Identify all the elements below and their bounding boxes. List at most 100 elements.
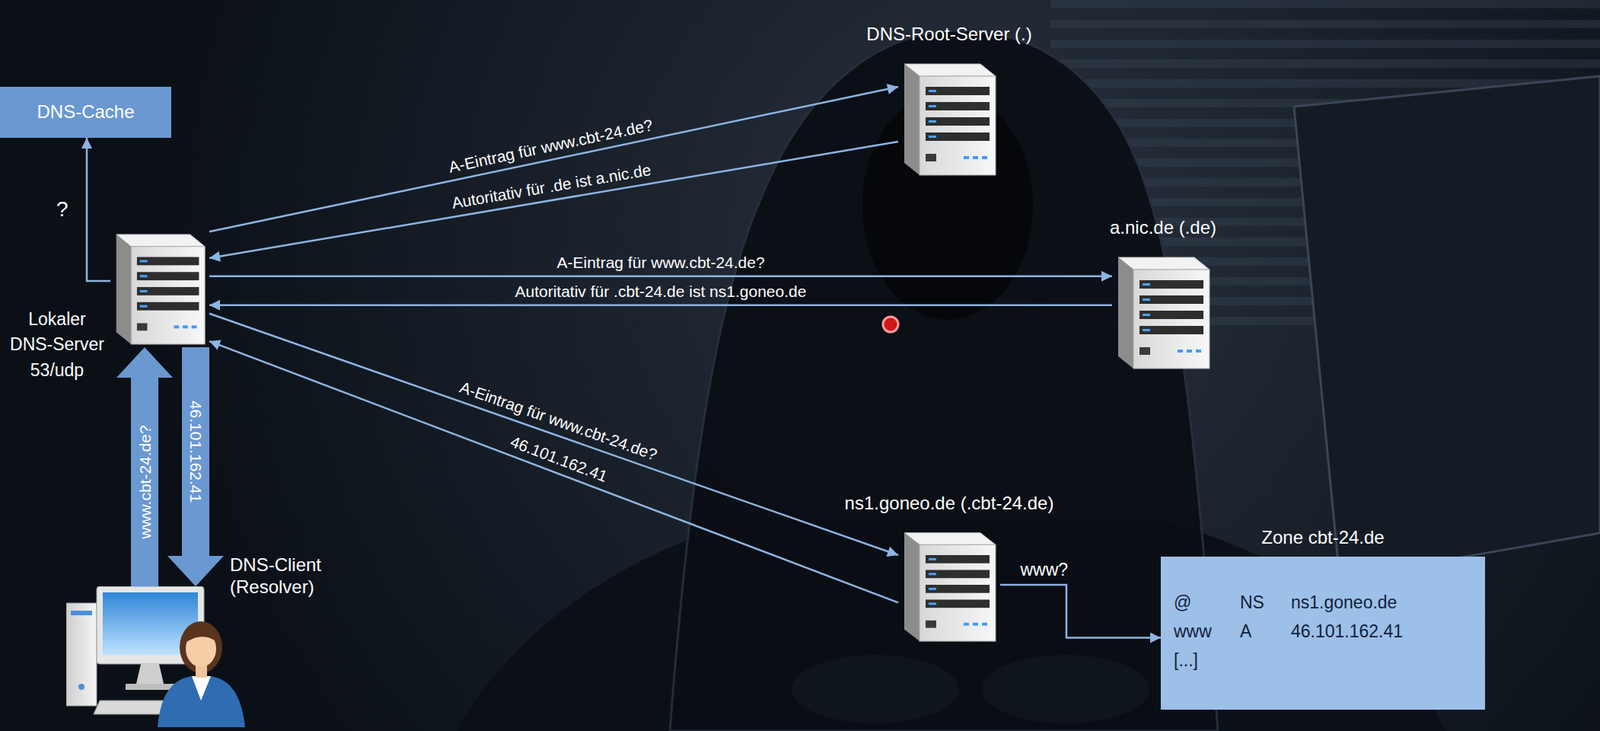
server-side xyxy=(1118,257,1134,369)
laptop-screen xyxy=(1294,76,1600,579)
server-led xyxy=(1186,349,1193,353)
edge-label: A-Eintrag für www.cbt-24.de? xyxy=(557,253,765,272)
server-led xyxy=(1177,349,1183,353)
server-front xyxy=(1133,269,1210,369)
edge-label-slot: www.cbt-24.de? xyxy=(135,424,154,539)
text-slot: Zone cbt-24.de xyxy=(1261,526,1384,549)
server-slot xyxy=(137,257,199,266)
hacker-face xyxy=(862,91,1033,320)
connector-arrow xyxy=(209,275,1113,278)
server-slot xyxy=(925,584,990,593)
node-label: A xyxy=(1239,621,1252,643)
server-slot xyxy=(925,554,990,564)
server-light xyxy=(928,89,937,93)
server-led xyxy=(1195,349,1202,353)
node-label: www xyxy=(1173,621,1212,643)
woman-hair xyxy=(179,621,223,673)
edge-label: Autoritativ für .cbt-24.de ist ns1.goneo… xyxy=(515,282,807,301)
server-slot xyxy=(1139,280,1204,289)
server-led xyxy=(981,156,988,160)
server-slot xyxy=(137,271,199,281)
hacker-hand xyxy=(791,654,960,724)
server-slot xyxy=(925,86,990,96)
node-label: @ xyxy=(1173,592,1192,614)
server-led xyxy=(972,156,979,160)
tld-server: a.nic.de (.de) xyxy=(1112,249,1215,372)
connector-arrow xyxy=(1000,584,1161,638)
node-label: ns1.goneo.de (.cbt-24.de) xyxy=(844,492,1055,515)
server-led xyxy=(963,156,969,160)
woman-fringe xyxy=(184,628,219,644)
text-slot: www xyxy=(1173,621,1212,643)
block-arrow xyxy=(116,347,173,587)
zone-file-box: Zone cbt-24.de@NSns1.goneo.dewwwA46.101.… xyxy=(1160,556,1486,710)
server-button xyxy=(1139,347,1151,355)
node-label: 46.101.162.41 xyxy=(1290,621,1403,643)
server-front xyxy=(130,246,205,345)
server-slot xyxy=(925,132,990,141)
server-front xyxy=(919,544,996,641)
woman-shirt xyxy=(191,675,211,701)
monitor-stand xyxy=(136,663,164,684)
server-light xyxy=(928,120,937,123)
connector-arrow xyxy=(209,303,1113,306)
server-slot xyxy=(925,570,990,579)
server-icon xyxy=(116,234,205,345)
server-shape xyxy=(110,226,210,348)
server-light xyxy=(928,602,937,605)
server-led xyxy=(191,325,198,329)
server-side xyxy=(904,63,920,176)
server-light xyxy=(140,305,148,308)
monitor-base xyxy=(125,683,175,690)
text-slot: NS xyxy=(1239,592,1265,614)
pointer-dot xyxy=(882,316,899,332)
node-label: NS xyxy=(1239,592,1265,614)
server-light xyxy=(1142,298,1151,301)
hacker-hood xyxy=(669,30,1218,731)
server-top xyxy=(904,63,996,77)
node-label: Zone cbt-24.de xyxy=(1261,526,1384,549)
server-light xyxy=(140,259,148,262)
pc-power xyxy=(78,683,85,690)
server-light xyxy=(140,274,148,278)
text-slot: 46.101.162.41 xyxy=(1290,621,1403,643)
server-led xyxy=(182,325,189,329)
node-label: DNS-Root-Server (.) xyxy=(866,23,1032,46)
pc-drive xyxy=(70,610,93,616)
server-slot xyxy=(925,101,990,111)
server-button xyxy=(925,153,937,162)
edge-label: www.cbt-24.de? xyxy=(135,424,154,539)
server-shape xyxy=(898,525,1001,644)
node-label: a.nic.de (.de) xyxy=(1109,216,1217,240)
hacker-hand xyxy=(981,654,1150,724)
text-slot: ns1.goneo.de (.cbt-24.de) xyxy=(844,492,1055,515)
server-slot xyxy=(1139,295,1204,304)
server-icon xyxy=(904,63,996,176)
text-slot: DNS-Cache xyxy=(36,101,134,124)
edge-label: ? xyxy=(56,197,69,222)
server-slot xyxy=(925,117,990,126)
server-button xyxy=(137,322,148,331)
edge-label-slot: ? xyxy=(56,197,69,222)
server-light xyxy=(928,572,937,575)
edge-label: www? xyxy=(1020,559,1069,580)
server-front xyxy=(919,76,996,176)
edge-label-slot: Autoritativ für .cbt-24.de ist ns1.goneo… xyxy=(515,282,807,301)
local-dns-server: Lokaler DNS-Server 53/udp xyxy=(110,226,210,348)
server-light xyxy=(1142,313,1151,316)
pc-tower xyxy=(66,602,97,706)
server-slot xyxy=(1139,325,1204,335)
server-slot xyxy=(925,599,990,609)
text-slot: A xyxy=(1239,621,1252,643)
dns-client: DNS-Client (Resolver) xyxy=(66,586,246,727)
server-slot xyxy=(1139,310,1204,319)
server-top xyxy=(116,234,205,247)
server-led xyxy=(963,622,969,626)
server-light xyxy=(928,105,937,108)
connector-arrow xyxy=(209,341,899,603)
server-icon xyxy=(904,532,996,641)
client-workstation-icon xyxy=(66,586,246,727)
authoritative-server: ns1.goneo.de (.cbt-24.de) xyxy=(898,525,1001,644)
server-icon xyxy=(1118,257,1210,369)
